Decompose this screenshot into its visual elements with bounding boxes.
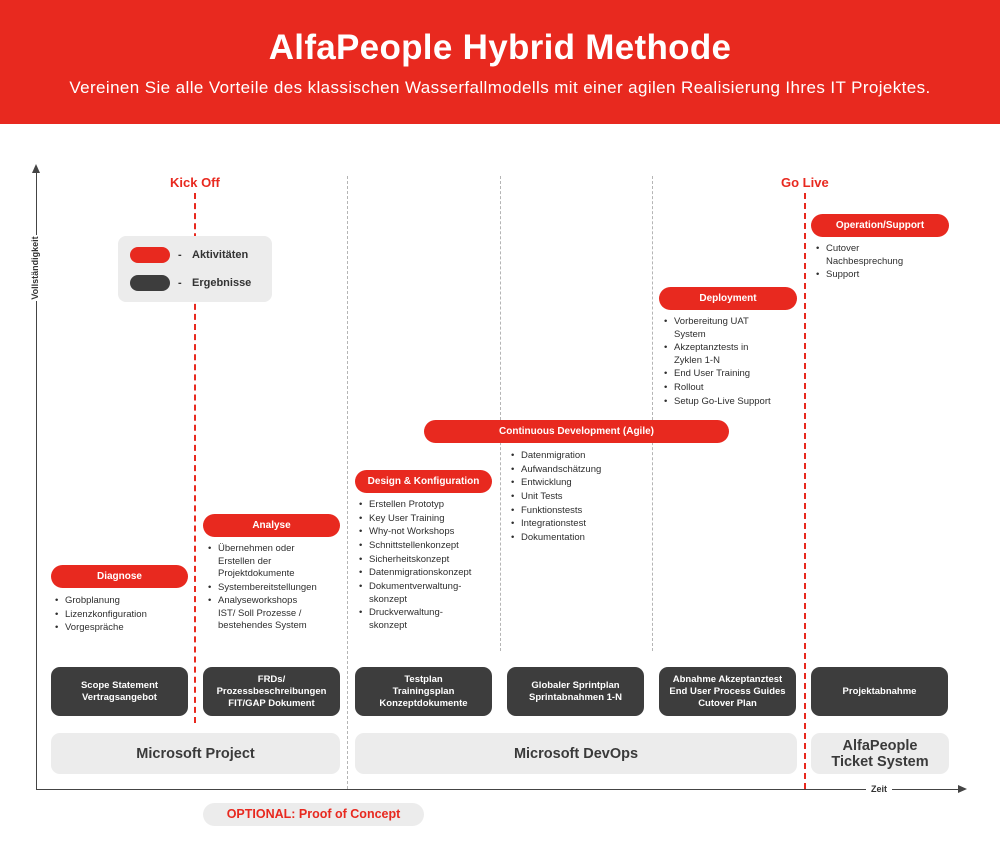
list-item: Support: [816, 269, 951, 282]
column-divider: [500, 176, 501, 651]
column-divider: [652, 176, 653, 651]
legend-swatch-activities: [130, 247, 170, 263]
list-item: Unit Tests: [511, 491, 646, 504]
kickoff-line: [194, 193, 196, 723]
tool-microsoft-project: Microsoft Project: [51, 733, 340, 774]
result-box-analyse: FRDs/ Prozessbeschreibungen FIT/GAP Doku…: [203, 667, 340, 716]
phase-deployment-activities: Vorbereitung UAT System Akzeptanztests i…: [664, 316, 802, 409]
result-box-development: Globaler Sprintplan Sprintabnahmen 1-N: [507, 667, 644, 716]
result-box-diagnose: Scope Statement Vertragsangebot: [51, 667, 188, 716]
phase-diagnose-activities: Grobplanung Lizenzkonfiguration Vorgespr…: [55, 595, 190, 636]
phase-operation-activities: Cutover Nachbesprechung Support: [816, 243, 951, 283]
list-item: Datenmigrationskonzept: [359, 567, 497, 580]
y-axis-label: Vollständigkeit: [29, 235, 41, 301]
y-axis: [36, 170, 37, 790]
list-item: Sicherheitskonzept: [359, 554, 497, 567]
kickoff-label: Kick Off: [170, 175, 220, 190]
list-item: Dokumentation: [511, 532, 646, 545]
legend-dash: -: [178, 277, 182, 289]
list-item: Dokumentverwaltung- skonzept: [359, 581, 497, 606]
list-item: Grobplanung: [55, 595, 190, 608]
y-axis-arrow-icon: [32, 164, 40, 173]
list-item: Schnittstellenkonzept: [359, 540, 497, 553]
list-item: Systembereitstellungen: [208, 582, 343, 595]
list-item: Erstellen Prototyp: [359, 499, 497, 512]
list-item: Aufwandschätzung: [511, 464, 646, 477]
list-item: Cutover Nachbesprechung: [816, 243, 951, 268]
optional-proof-of-concept: OPTIONAL: Proof of Concept: [203, 803, 424, 826]
legend-swatch-results: [130, 275, 170, 291]
phase-development-activities: Datenmigration Aufwandschätzung Entwickl…: [511, 450, 646, 546]
phase-diagnose-pill: Diagnose: [51, 565, 188, 588]
list-item: Analyseworkshops IST/ Soll Prozesse / be…: [208, 595, 343, 633]
list-item: Druckverwaltung- skonzept: [359, 607, 497, 632]
phase-analyse-pill: Analyse: [203, 514, 340, 537]
phase-development-pill: Continuous Development (Agile): [424, 420, 729, 443]
list-item: End User Training: [664, 368, 802, 381]
legend: - Aktivitäten - Ergebnisse: [118, 236, 272, 302]
legend-dash: -: [178, 249, 182, 261]
list-item: Vorbereitung UAT System: [664, 316, 802, 341]
phase-deployment-pill: Deployment: [659, 287, 797, 310]
list-item: Funktionstests: [511, 505, 646, 518]
phase-design-pill: Design & Konfiguration: [355, 470, 492, 493]
legend-label-results: Ergebnisse: [192, 277, 252, 289]
page-title: AlfaPeople Hybrid Methode: [268, 28, 732, 67]
list-item: Key User Training: [359, 513, 497, 526]
result-box-operation: Projektabnahme: [811, 667, 948, 716]
list-item: Why-not Workshops: [359, 526, 497, 539]
phase-operation-pill: Operation/Support: [811, 214, 949, 237]
list-item: Setup Go-Live Support: [664, 396, 802, 409]
phase-analyse-activities: Übernehmen oder Erstellen der Projektdok…: [208, 543, 343, 634]
list-item: Entwicklung: [511, 477, 646, 490]
tool-ticket-system: AlfaPeople Ticket System: [811, 733, 949, 774]
column-divider: [347, 176, 348, 789]
x-axis: [36, 789, 961, 790]
page-subtitle: Vereinen Sie alle Vorteile des klassisch…: [69, 78, 931, 97]
golive-label: Go Live: [781, 175, 829, 190]
list-item: Vorgespräche: [55, 622, 190, 635]
list-item: Rollout: [664, 382, 802, 395]
list-item: Datenmigration: [511, 450, 646, 463]
x-axis-arrow-icon: [958, 785, 967, 793]
header-banner: AlfaPeople Hybrid Methode Vereinen Sie a…: [0, 0, 1000, 124]
golive-line: [804, 193, 806, 789]
result-box-design: Testplan Trainingsplan Konzeptdokumente: [355, 667, 492, 716]
list-item: Akzeptanztests in Zyklen 1-N: [664, 342, 802, 367]
x-axis-label: Zeit: [866, 783, 893, 795]
phase-design-activities: Erstellen Prototyp Key User Training Why…: [359, 499, 497, 634]
tool-microsoft-devops: Microsoft DevOps: [355, 733, 797, 774]
list-item: Übernehmen oder Erstellen der Projektdok…: [208, 543, 343, 581]
legend-label-activities: Aktivitäten: [192, 249, 249, 261]
result-box-deployment: Abnahme Akzeptanztest End User Process G…: [659, 667, 796, 716]
list-item: Integrationstest: [511, 518, 646, 531]
list-item: Lizenzkonfiguration: [55, 609, 190, 622]
